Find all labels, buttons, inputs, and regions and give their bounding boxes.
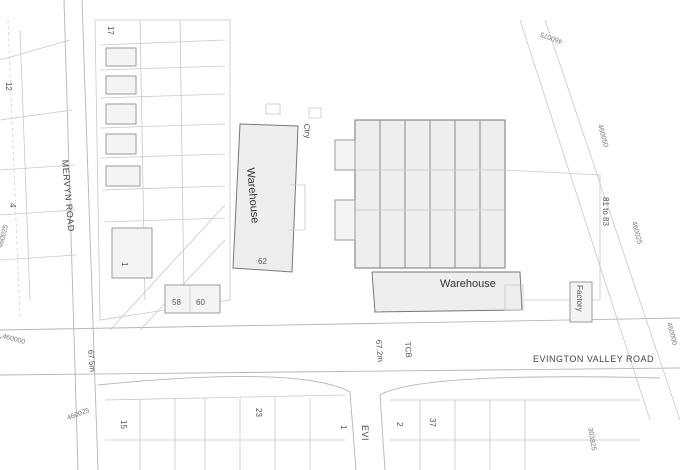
- factory-label: Factory: [575, 285, 584, 312]
- warehouse-west-block: [232, 103, 322, 273]
- terrace-plots: [94, 19, 231, 331]
- grid-reference: 460000: [0, 330, 2, 341]
- house-number: 2: [395, 422, 404, 427]
- mervyn-road-label: MERVYN ROAD: [60, 159, 76, 232]
- house-number: 58: [172, 298, 181, 307]
- house-number: 17: [106, 26, 115, 35]
- grid-reference: 460000: [1, 333, 25, 346]
- evington-valley-road-label: EVINGTON VALLEY ROAD: [533, 354, 654, 364]
- grid-reference: 460025: [630, 221, 643, 245]
- spot-height-label: 67.5m: [86, 349, 97, 372]
- house-number: 4: [8, 203, 17, 208]
- grid-reference: 460025: [66, 407, 90, 422]
- house-number: 60: [196, 298, 205, 307]
- evington-road-partial-label: EVI: [360, 425, 370, 441]
- south-plots: [104, 394, 640, 470]
- grid-reference: 460050: [596, 124, 609, 148]
- grid-reference: 460075: [539, 30, 563, 45]
- tcb-label: TCB: [403, 341, 413, 358]
- house-number: 12: [4, 82, 13, 91]
- house-number: 37: [428, 418, 437, 427]
- warehouse-east-block: [334, 119, 601, 323]
- west-plots: [0, 19, 77, 321]
- grid-reference: 460025: [0, 224, 10, 248]
- house-number: 15: [119, 420, 128, 429]
- house-number: 62: [258, 257, 267, 266]
- house-number: 81 to 83: [601, 197, 610, 226]
- ctry-label: Ctry: [302, 123, 312, 138]
- house-number: 1: [120, 262, 129, 267]
- spot-height-label: 67.2m: [374, 339, 385, 362]
- warehouse-west-label: Warehouse: [244, 167, 261, 224]
- grid-reference: 460000: [665, 322, 678, 346]
- house-number: 1: [339, 425, 348, 430]
- house-number: 23: [254, 408, 263, 417]
- warehouse-east-label: Warehouse: [440, 278, 496, 290]
- grid-reference: 303825: [586, 427, 597, 451]
